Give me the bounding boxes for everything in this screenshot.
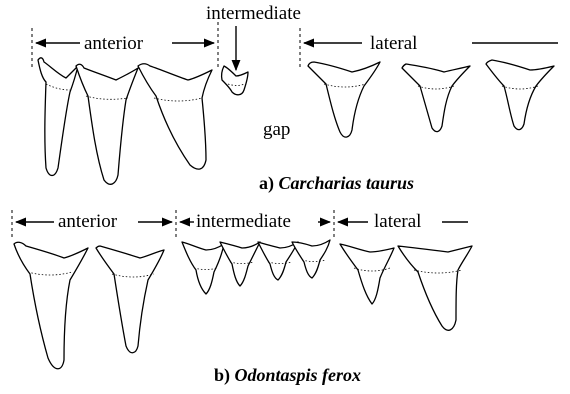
- caption-b-prefix: b): [214, 365, 230, 385]
- tooth-b-intermediate-1: [182, 242, 224, 294]
- tooth-b-lateral-2: [398, 246, 472, 330]
- tooth-a-lateral-2: [402, 64, 470, 132]
- caption-a: a) Carcharias taurus: [259, 174, 414, 192]
- caption-b: b) Odontaspis ferox: [214, 366, 361, 384]
- caption-a-prefix: a): [259, 173, 274, 193]
- tooth-a-anterior-2: [76, 64, 138, 184]
- tooth-a-lateral-3: [486, 60, 554, 130]
- tooth-a-anterior-1: [38, 58, 78, 176]
- label-b-lateral: lateral: [374, 212, 421, 231]
- tooth-b-intermediate-3: [258, 242, 298, 280]
- label-a-gap: gap: [263, 120, 290, 139]
- label-a-lateral: lateral: [370, 34, 417, 53]
- caption-b-species: Odontaspis ferox: [235, 365, 362, 385]
- caption-a-species: Carcharias taurus: [279, 173, 415, 193]
- tooth-b-lateral-1: [340, 244, 394, 304]
- label-a-intermediate: intermediate: [206, 4, 301, 23]
- tooth-a-lateral-1: [308, 62, 380, 137]
- tooth-b-anterior-1: [14, 242, 88, 369]
- panel-b: [12, 210, 472, 369]
- tooth-a-intermediate: [222, 66, 248, 95]
- label-b-anterior: anterior: [58, 212, 117, 231]
- label-b-intermediate: intermediate: [196, 212, 291, 231]
- tooth-b-anterior-2: [96, 246, 164, 353]
- tooth-b-intermediate-4: [292, 240, 330, 278]
- tooth-b-intermediate-2: [220, 242, 260, 286]
- label-a-anterior: anterior: [84, 34, 143, 53]
- tooth-a-anterior-3: [138, 64, 212, 169]
